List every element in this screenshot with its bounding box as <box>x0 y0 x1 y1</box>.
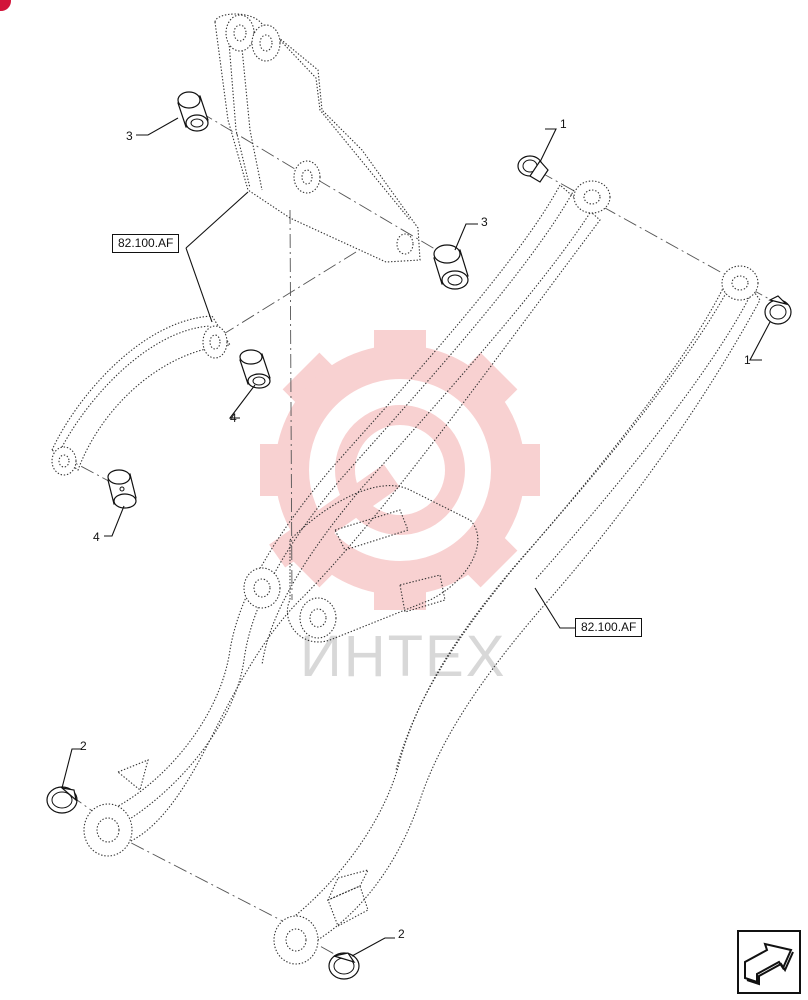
cross-tube <box>286 485 479 643</box>
reference-label-bottom[interactable]: 82.100.AF <box>575 618 643 637</box>
next-page-button[interactable] <box>737 930 801 994</box>
upper-bracket <box>214 13 421 263</box>
bushing-3-right <box>433 244 469 290</box>
callout-1-top: 1 <box>560 117 567 131</box>
brand-corner-mark <box>0 0 11 11</box>
callout-4-lower: 4 <box>93 530 100 544</box>
bushing-1-top <box>517 155 549 183</box>
bushing-3-top <box>177 91 209 132</box>
next-page-arrow-icon <box>744 942 794 986</box>
bushing-2-bottom <box>328 952 360 980</box>
leader-lines <box>61 117 771 957</box>
left-lift-arm <box>83 180 611 857</box>
right-lift-arm <box>273 265 761 965</box>
callout-4-upper: 4 <box>230 411 237 425</box>
bushing-1-right <box>764 295 792 325</box>
gear-wrench-logo-icon <box>260 330 540 610</box>
reference-label-top[interactable]: 82.100.AF <box>112 234 180 253</box>
callout-2-bottom: 2 <box>398 927 405 941</box>
bushing-4-upper <box>239 349 271 389</box>
curved-link <box>51 315 231 476</box>
bushing-2-left <box>46 786 78 814</box>
callout-2-left: 2 <box>80 739 87 753</box>
callout-3-top: 3 <box>126 129 133 143</box>
callout-1-right: 1 <box>744 353 751 367</box>
watermark-text: ИНТЕХ <box>300 624 506 689</box>
bushing-4-lower <box>107 469 137 509</box>
callout-3-right: 3 <box>481 215 488 229</box>
